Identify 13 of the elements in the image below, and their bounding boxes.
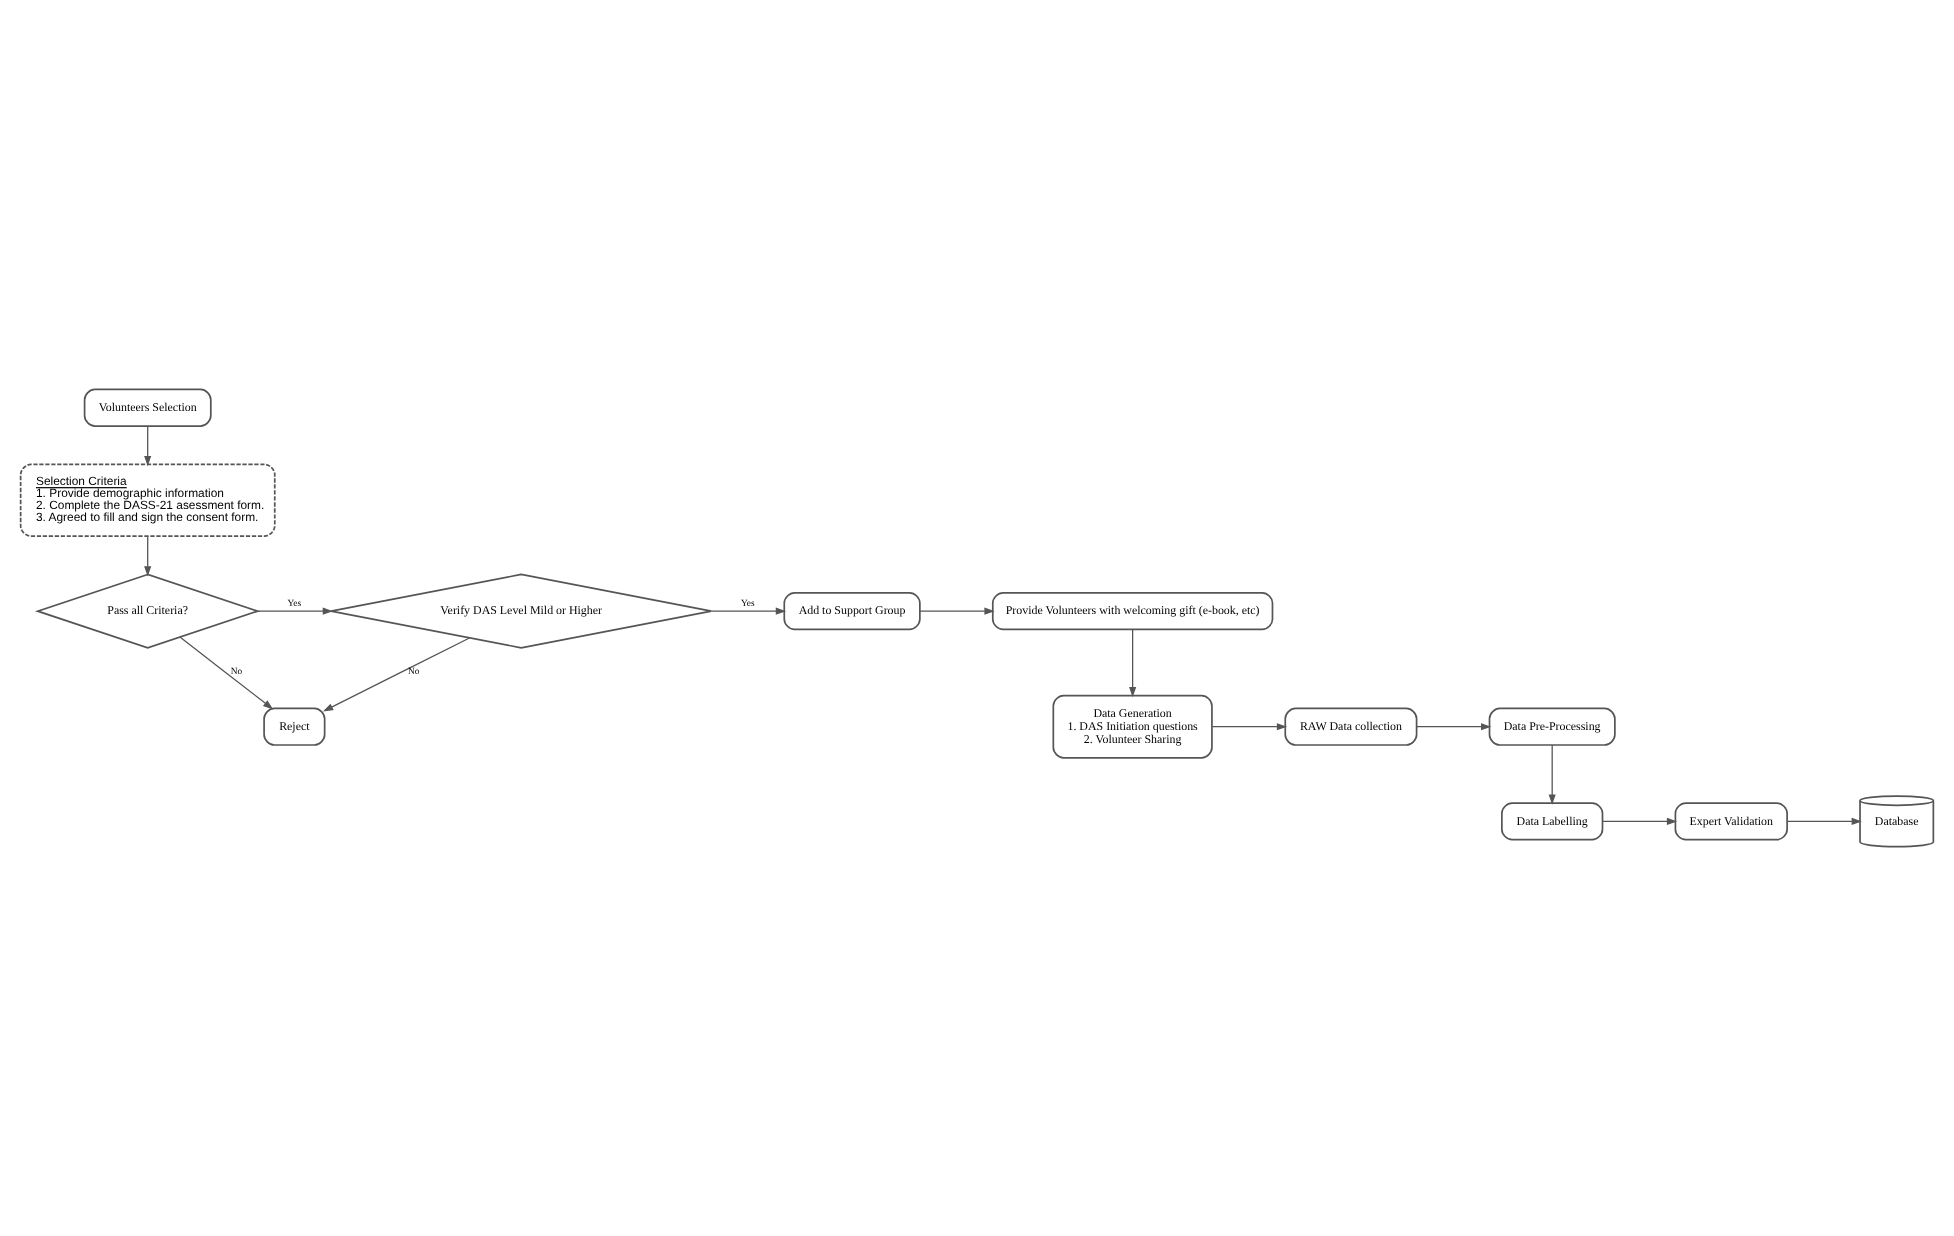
arrow — [1211, 723, 1288, 731]
arrow — [144, 535, 152, 577]
arrow — [919, 607, 995, 615]
arrow — [179, 636, 274, 710]
arrow — [710, 607, 786, 615]
arrow — [1786, 817, 1862, 825]
arrow — [1601, 817, 1678, 825]
arrow — [322, 637, 471, 712]
arrow — [1129, 628, 1137, 698]
arrow — [1416, 723, 1492, 731]
arrow — [144, 425, 152, 467]
arrow — [257, 607, 333, 615]
arrow — [1548, 744, 1556, 805]
